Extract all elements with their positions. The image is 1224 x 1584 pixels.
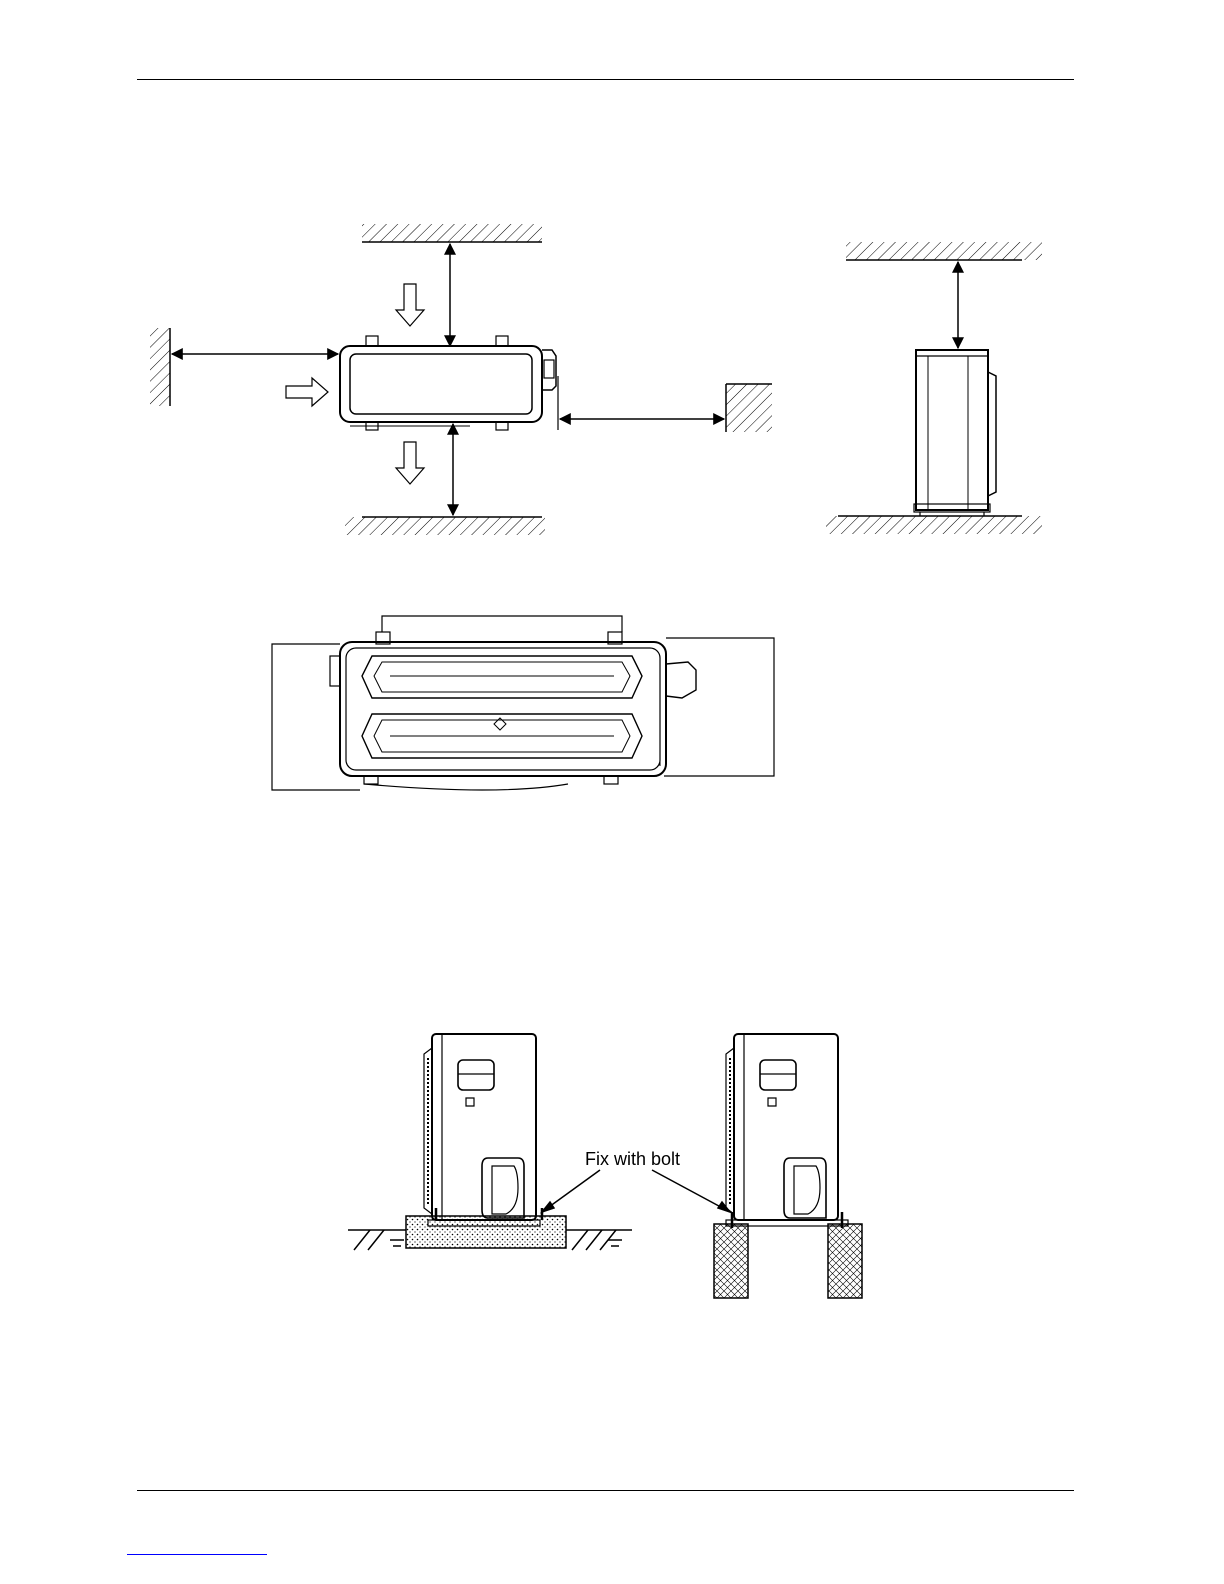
bottom-wall <box>345 517 545 535</box>
airflow-arrows <box>286 284 424 484</box>
top-wall <box>362 224 542 242</box>
unit-side-view <box>914 350 996 516</box>
footer-rule <box>137 1490 1074 1491</box>
unit-on-pillars <box>714 1034 862 1298</box>
unit-top-view <box>340 336 558 430</box>
header-rule <box>137 79 1074 80</box>
clearance-top-view-figure <box>140 210 790 550</box>
fix-with-bolt-label: Fix with bolt <box>585 1148 680 1170</box>
footprint-outline-right <box>664 638 774 776</box>
bolt-callout-leaders <box>542 1170 730 1212</box>
unit-on-concrete-base <box>406 1034 566 1248</box>
bolt-spacing-bracket <box>382 616 622 632</box>
footer-link-underline[interactable] <box>127 1554 267 1555</box>
clearance-arrows <box>172 244 724 515</box>
mounting-footprint-figure <box>268 606 778 796</box>
ground <box>826 516 1042 534</box>
ceiling-wall <box>846 242 1042 260</box>
clearance-side-view-figure <box>820 238 1050 540</box>
footprint-outline-left <box>272 644 360 790</box>
unit-plan-view <box>330 632 696 790</box>
right-wall <box>726 384 772 432</box>
right-pillar <box>828 1224 862 1298</box>
left-wall <box>150 328 170 406</box>
left-pillar <box>714 1224 748 1298</box>
